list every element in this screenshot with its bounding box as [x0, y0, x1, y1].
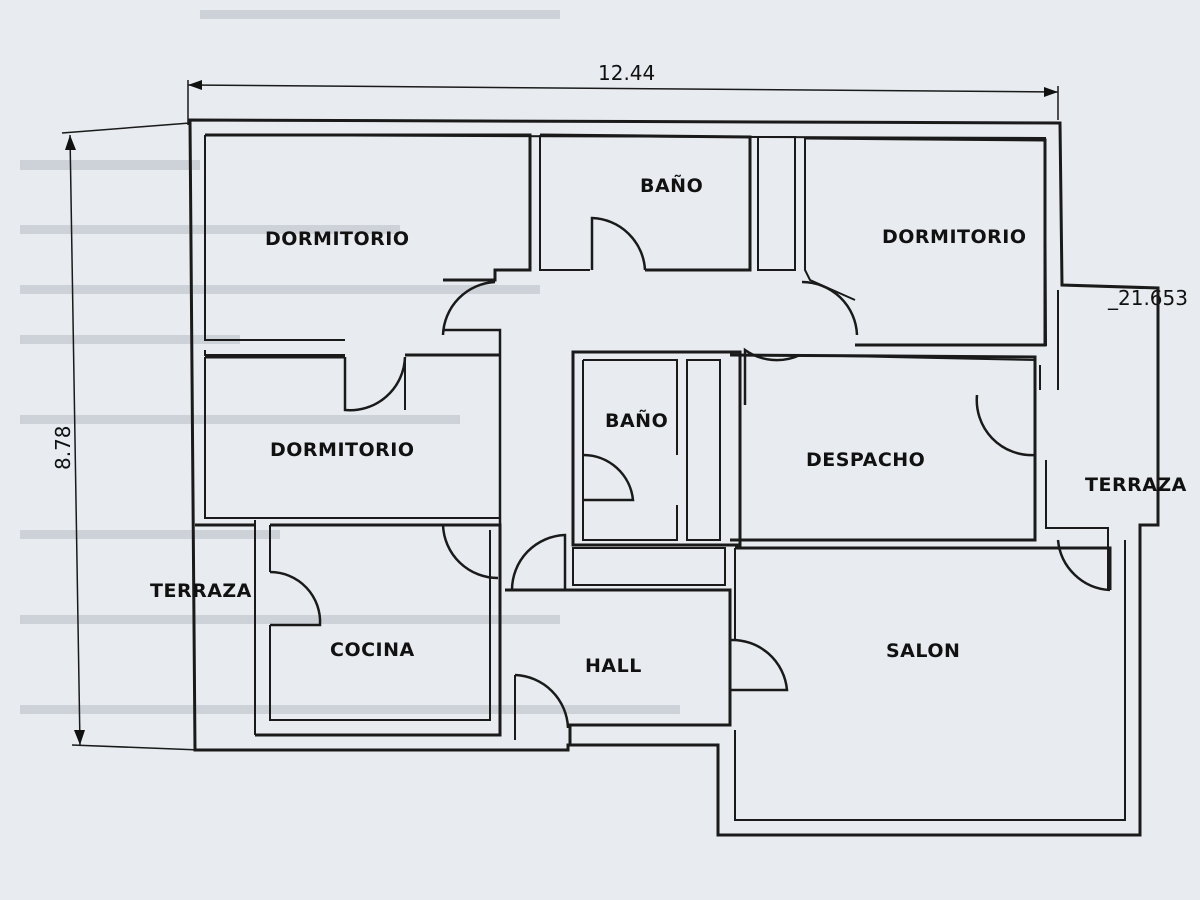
terraza-left-label: TERRAZA: [150, 580, 252, 602]
width-dimension-label: 12.44: [598, 61, 655, 85]
terraza-right-label: TERRAZA: [1085, 474, 1187, 496]
room-terraza-left: TERRAZA: [150, 523, 255, 602]
room-bano-center: BAÑO: [571, 350, 742, 586]
background-ghost-text: [20, 10, 680, 714]
room-bano-top: BAÑO: [539, 133, 796, 272]
room-cocina: COCINA: [255, 523, 502, 737]
bano-top-label: BAÑO: [640, 173, 703, 197]
room-hall: HALL: [505, 533, 789, 745]
dimension-height: 8.78: [51, 122, 201, 751]
salon-label: SALON: [886, 640, 960, 662]
room-dormitorio-top-right: DORMITORIO: [804, 136, 1047, 347]
room-dormitorio-middle: DORMITORIO: [204, 353, 501, 519]
height-dimension-label: 8.78: [51, 425, 75, 470]
hall-label: HALL: [585, 655, 642, 677]
dormitorio-top-right-label: DORMITORIO: [882, 226, 1027, 248]
room-dormitorio-top-left: DORMITORIO: [204, 133, 532, 356]
room-terraza-right: TERRAZA: [1056, 290, 1187, 592]
dormitorio-middle-label: DORMITORIO: [270, 439, 415, 461]
bano-center-label: BAÑO: [605, 408, 668, 432]
dormitorio-top-left-label: DORMITORIO: [265, 228, 410, 250]
cocina-label: COCINA: [330, 639, 415, 661]
despacho-label: DESPACHO: [806, 449, 925, 471]
room-despacho: DESPACHO: [729, 353, 1037, 542]
dimension-width: 12.44: [187, 61, 1059, 125]
margin-number: _21.653: [1107, 286, 1188, 310]
room-salon: SALON: [734, 546, 1112, 662]
